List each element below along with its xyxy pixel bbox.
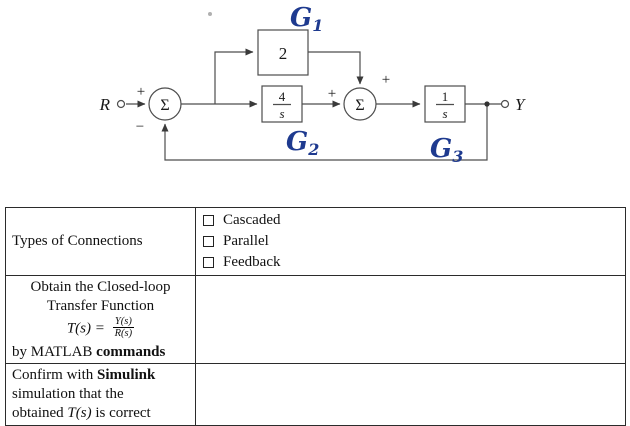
checkbox-parallel[interactable] (203, 236, 214, 247)
feedback-line (161, 104, 488, 161)
sum1-plus-sign: + (137, 84, 145, 100)
block-diagram: R Y Σ Σ + − + + 2 4 s 1 s G1 G2 G3 (99, 3, 526, 166)
sum2-plus-top-sign: + (382, 72, 390, 88)
signal-lines (116, 29, 510, 161)
input-label: R (99, 95, 111, 114)
sum2-plus-left-sign: + (328, 86, 336, 102)
sum1-sigma-symbol: Σ (160, 97, 169, 114)
branch-to-g1-line (214, 48, 254, 104)
block-g3-denominator: s (442, 106, 447, 121)
task1-line4: by MATLAB commands (12, 343, 189, 362)
block-g1-value: 2 (279, 44, 288, 63)
task2-line3-math: T(s) (67, 404, 92, 421)
stray-dot (208, 12, 212, 16)
summing-junction-2 (343, 87, 377, 121)
row-transfer-function-task: Obtain the Closed-loop Transfer Function… (5, 274, 626, 365)
annotation-g3: G3 (430, 134, 463, 166)
block-g3 (424, 85, 466, 123)
block-diagram-region: R Y Σ Σ + − + + 2 4 s 1 s G1 G2 G3 (0, 0, 630, 205)
fraction-denominator: R(s) (112, 327, 135, 340)
simulink-answer-cell[interactable] (195, 363, 626, 426)
input-terminal (116, 99, 126, 109)
task2-line3: obtained T(s) is correct (12, 404, 189, 423)
output-label: Y (515, 95, 526, 114)
fraction-numerator: Y(s) (114, 315, 132, 327)
option-feedback[interactable]: Feedback (196, 252, 625, 273)
option-parallel-label: Parallel (223, 233, 269, 250)
task-table: Types of Connections Cascaded Parallel F… (5, 207, 626, 426)
types-of-connections-label: Types of Connections (12, 233, 143, 250)
annotation-g1: G1 (290, 3, 323, 35)
sum1-minus-sign: − (136, 119, 144, 135)
transfer-function-fraction: Y(s) R(s) (112, 315, 135, 340)
handwritten-annotations: G1 G2 G3 (286, 3, 463, 166)
simulink-task-cell: Confirm with Simulink simulation that th… (5, 363, 196, 426)
summing-junction-1 (148, 87, 182, 121)
task2-line3-post: is correct (91, 404, 151, 421)
task1-line2: Transfer Function (46, 297, 155, 314)
option-cascaded-label: Cascaded (223, 212, 281, 229)
g1-to-sum2-line (308, 51, 364, 85)
task1-line4-bold: commands (96, 343, 166, 360)
transfer-function-lhs: T(s) = (66, 319, 105, 336)
option-feedback-label: Feedback (223, 254, 281, 271)
option-cascaded[interactable]: Cascaded (196, 210, 625, 231)
takeoff-node (484, 101, 490, 107)
block-g2-denominator: s (279, 106, 284, 121)
task1-line1: Obtain the Closed-loop (30, 279, 171, 295)
row-types-of-connections: Types of Connections Cascaded Parallel F… (5, 207, 626, 276)
task2-line2: simulation that the (12, 386, 124, 403)
sum2-sigma-symbol: Σ (355, 97, 364, 114)
block-g1 (257, 29, 309, 76)
block-g2-numerator: 4 (279, 89, 286, 104)
option-parallel[interactable]: Parallel (196, 231, 625, 252)
types-of-connections-label-cell: Types of Connections (5, 207, 196, 276)
checkbox-cascaded[interactable] (203, 215, 214, 226)
checkbox-feedback[interactable] (203, 257, 214, 268)
block-g3-numerator: 1 (442, 89, 449, 104)
connection-options-cell: Cascaded Parallel Feedback (195, 207, 626, 276)
annotation-g2: G2 (286, 127, 319, 159)
task1-line4-text: by MATLAB (12, 343, 97, 360)
task2-line1-bold: Simulink (97, 367, 156, 384)
task2-line1-text: Confirm with (12, 367, 97, 384)
block-g2 (261, 85, 303, 123)
transfer-function-task-cell: Obtain the Closed-loop Transfer Function… (5, 274, 196, 365)
transfer-function-answer-cell[interactable] (195, 274, 626, 365)
task1-math-line: T(s) = Y(s) R(s) (12, 315, 189, 341)
row-simulink-task: Confirm with Simulink simulation that th… (5, 363, 626, 426)
output-terminal (500, 99, 510, 109)
task2-line1: Confirm with Simulink (12, 366, 189, 385)
task2-line3-pre: obtained (12, 404, 68, 421)
